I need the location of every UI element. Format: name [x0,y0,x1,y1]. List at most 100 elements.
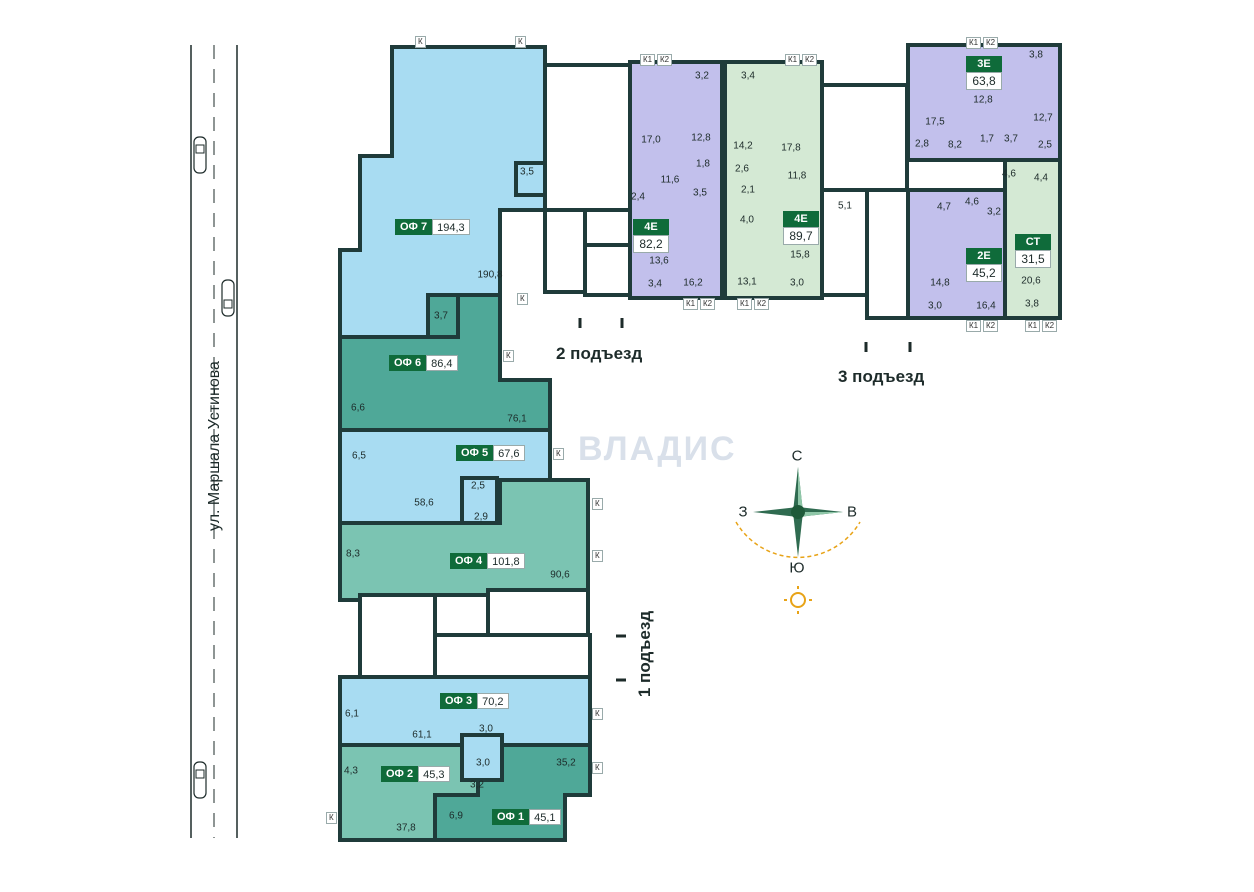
room-area: 4,3 [344,765,358,777]
k-mark: К [517,293,528,305]
entrance-3-label: 3 подъезд [838,367,925,386]
car-icon [193,761,207,799]
compass-rose [735,467,861,559]
k-mark: К1 [683,298,699,310]
room-area: 3,0 [790,277,804,289]
watermark: ВЛАДИС [578,430,737,468]
room-area: 6,9 [449,810,463,822]
room-area: 61,1 [412,729,432,741]
room-area: 17,5 [925,116,945,128]
room-area: 2,4 [631,191,645,203]
room-area: 8,3 [346,548,360,560]
room-area: 3,0 [928,300,942,312]
k-mark: К [415,36,426,48]
room-area: 5,1 [838,200,852,212]
k-mark: К [503,350,514,362]
street [190,45,238,838]
entrance-2-label: 2 подъезд [556,344,643,363]
k-mark: К2 [983,37,999,49]
room-area: 2,5 [471,480,485,492]
k-mark: К [553,448,564,460]
room-area: 12,8 [691,132,711,144]
room-area: 20,6 [1021,275,1041,287]
room-area: 3,7 [1004,133,1018,145]
k-mark: К2 [754,298,770,310]
room-area: 11,6 [660,174,680,186]
wc-block [460,733,504,782]
compass-east: В [846,503,858,521]
wc-block [514,161,547,197]
entrance-markers [578,318,912,682]
room-area: 4,0 [740,214,754,226]
room-area: 3,8 [1029,49,1043,61]
room-area: 2,9 [474,511,488,523]
room-area: 3,4 [648,278,662,290]
car-icon [221,279,235,317]
room-area: 12,8 [973,94,993,106]
room-area: 11,8 [787,170,807,182]
room-area: 76,1 [507,413,527,425]
wc-block [426,293,460,339]
room-area: 1,8 [696,158,710,170]
room-area: 190,8 [477,269,503,281]
stair-1 [358,593,437,679]
room-area: 16,4 [976,300,996,312]
room-area: 14,2 [733,140,753,152]
lobby-1 [433,633,592,679]
apartment-4e-b [723,60,824,300]
room-area: 15,8 [790,249,810,261]
k-mark: К [592,708,603,720]
storage-2 [543,208,587,294]
k-mark: К1 [1025,320,1041,332]
k-mark: К [592,550,603,562]
compass-south: Ю [789,559,805,577]
room-area: 13,6 [649,255,669,267]
room-area: 35,2 [556,757,576,769]
room-area: 3,0 [476,757,490,769]
k-mark: К [592,498,603,510]
compass-west: З [738,503,748,521]
entrance-1-label: 1 подъезд [635,610,654,698]
entrance-2-block [543,60,824,300]
car-icon [193,136,207,174]
room-area: 3,2 [470,779,484,791]
k-mark: К1 [785,54,801,66]
compass-north: С [791,447,803,465]
room-area: 6,1 [345,708,359,720]
room-area: 13,1 [737,276,757,288]
room-area: 16,2 [683,277,703,289]
room-area: 4,6 [965,196,979,208]
stair-2 [543,63,632,212]
k-mark: К2 [657,54,673,66]
k-mark: К [592,762,603,774]
room-area: 3,2 [695,70,709,82]
k-mark: К1 [737,298,753,310]
room-area: 4,6 [1002,168,1016,180]
room-area: 3,5 [693,187,707,199]
storage-3 [820,188,869,297]
room-area: 3,5 [520,166,534,178]
lobby-2 [583,243,632,297]
room-area: 14,8 [930,277,950,289]
room-area: 4,7 [937,201,951,213]
room-area: 17,8 [781,142,801,154]
room-area: 3,2 [987,206,1001,218]
wc-block [460,476,499,525]
k-mark: К [326,812,337,824]
room-area: 4,4 [1034,172,1048,184]
room-area: 3,4 [741,70,755,82]
k-mark: К2 [983,320,999,332]
